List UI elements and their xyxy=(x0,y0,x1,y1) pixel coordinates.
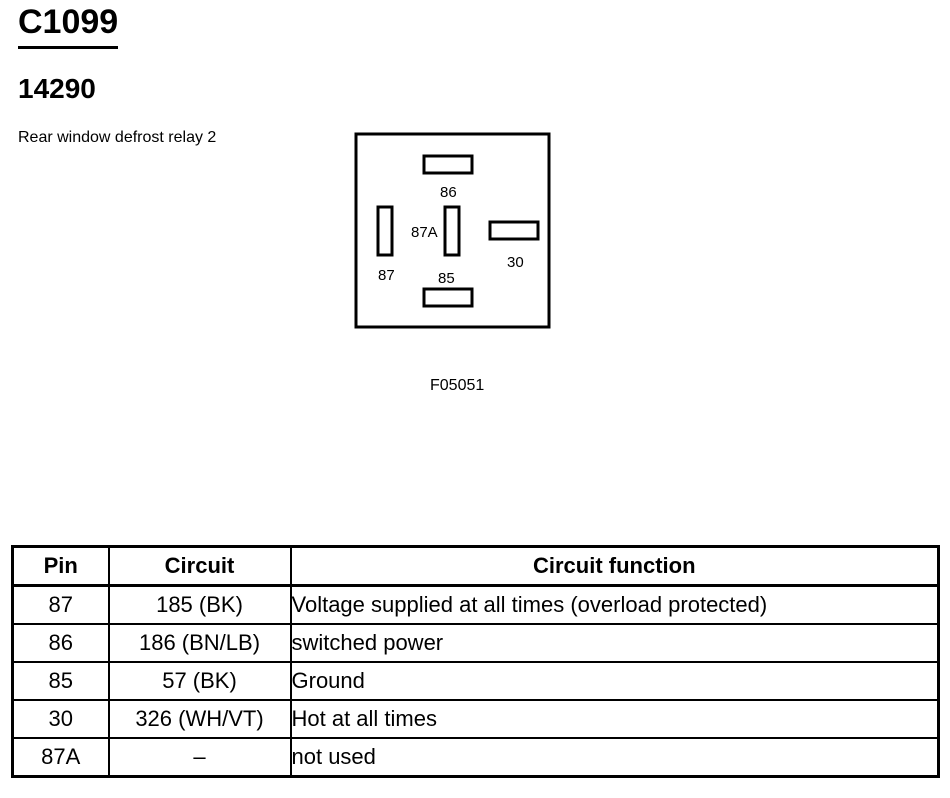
relay-description: Rear window defrost relay 2 xyxy=(18,129,217,146)
table-header-row: Pin Circuit Circuit function xyxy=(11,545,940,587)
pin-label-87: 87 xyxy=(378,267,395,284)
terminal-87a xyxy=(443,205,461,257)
function-cell: switched power xyxy=(289,623,940,663)
pin-label-85: 85 xyxy=(438,270,455,287)
circuit-cell: 185 (BK) xyxy=(107,584,292,625)
header-function: Circuit function xyxy=(289,545,940,587)
relay-connector-diagram: 86 87A 30 87 85 xyxy=(350,128,560,338)
function-cell: Voltage supplied at all times (overload … xyxy=(289,584,940,625)
table-row: 86 186 (BN/LB) switched power xyxy=(11,623,940,663)
connector-id: C1099 xyxy=(18,2,119,49)
pin-cell: 30 xyxy=(11,699,110,739)
header-pin: Pin xyxy=(11,545,110,587)
circuit-cell: 57 (BK) xyxy=(107,661,292,701)
part-number: 14290 xyxy=(18,73,96,104)
pin-label-30: 30 xyxy=(507,254,524,271)
pin-label-87a: 87A xyxy=(411,224,438,241)
pinout-table: Pin Circuit Circuit function 87 185 (BK)… xyxy=(11,545,940,778)
terminal-30 xyxy=(488,220,540,241)
header-circuit: Circuit xyxy=(107,545,292,587)
table-row: 87 185 (BK) Voltage supplied at all time… xyxy=(11,584,940,625)
pin-cell: 87 xyxy=(11,584,110,625)
pin-cell: 86 xyxy=(11,623,110,663)
circuit-cell: – xyxy=(107,737,292,778)
function-cell: Ground xyxy=(289,661,940,701)
pin-cell: 87A xyxy=(11,737,110,778)
figure-id: F05051 xyxy=(430,377,485,394)
circuit-cell: 186 (BN/LB) xyxy=(107,623,292,663)
pin-cell: 85 xyxy=(11,661,110,701)
function-cell: not used xyxy=(289,737,940,778)
table-row: 87A – not used xyxy=(11,737,940,778)
terminal-87 xyxy=(376,205,394,257)
table-row: 85 57 (BK) Ground xyxy=(11,661,940,701)
terminal-85 xyxy=(422,287,474,308)
table-row: 30 326 (WH/VT) Hot at all times xyxy=(11,699,940,739)
circuit-cell: 326 (WH/VT) xyxy=(107,699,292,739)
function-cell: Hot at all times xyxy=(289,699,940,739)
pin-label-86: 86 xyxy=(440,184,457,201)
terminal-86 xyxy=(422,154,474,175)
